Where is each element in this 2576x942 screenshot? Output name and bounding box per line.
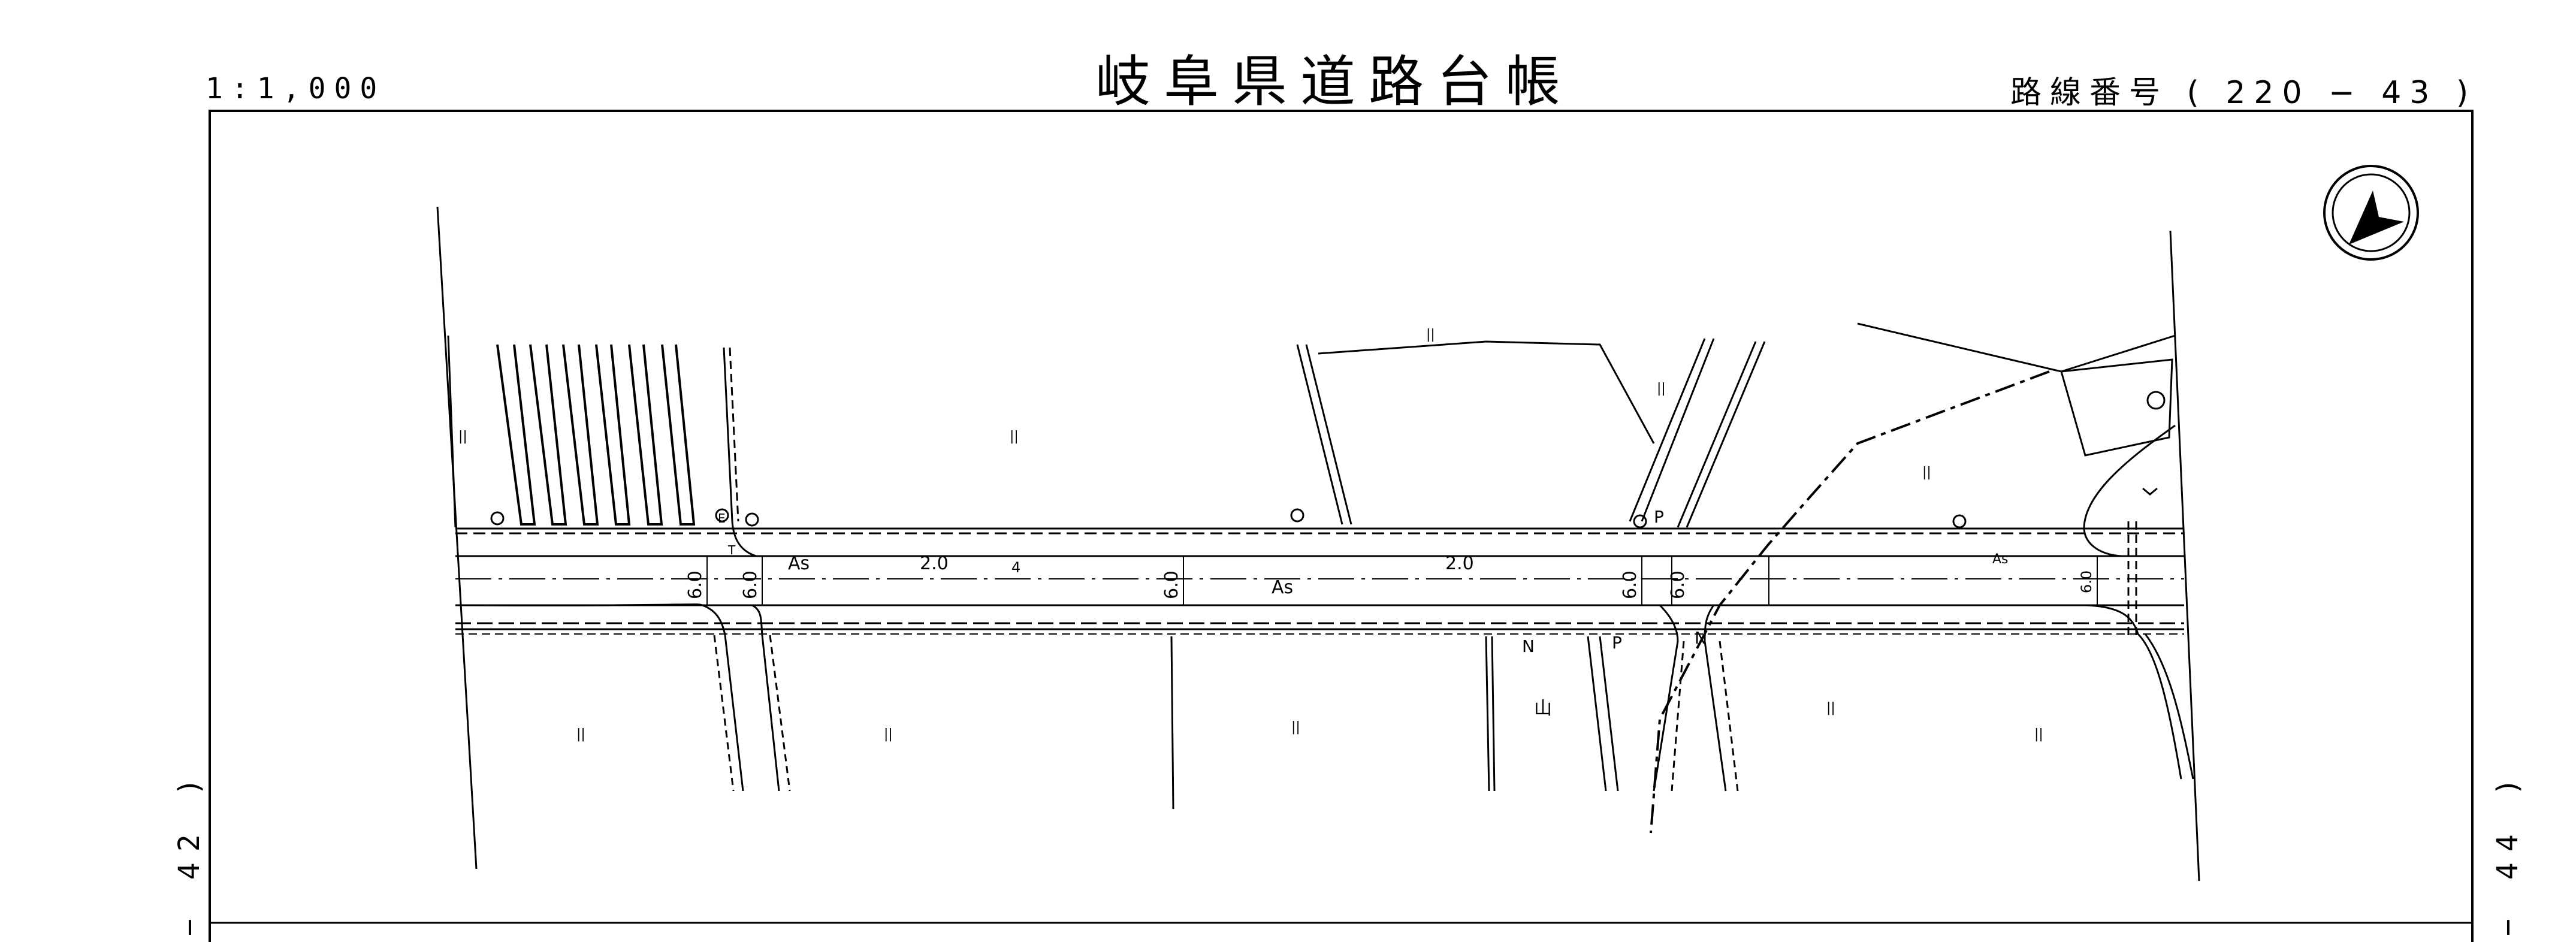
map-labels: As As As 2.0 2.0 4 P P N N E T 山 || || |… (458, 327, 2095, 742)
main-road (455, 527, 2184, 635)
parcel-lines (1170, 636, 1619, 810)
mark-p1: P (1654, 507, 1664, 527)
side-width-3: 6.0 (1161, 570, 1182, 599)
area-mark-3: || (1426, 327, 1435, 342)
mark-n2: N (1695, 628, 1707, 648)
side-road-diagonal (1629, 338, 1766, 792)
area-mark-7: || (884, 727, 893, 742)
area-mark-2: || (1010, 429, 1019, 444)
pavement-label-3: As (1992, 552, 2009, 567)
map-boundary-right (2137, 230, 2200, 881)
map-scale: 1:1,000 (206, 72, 386, 105)
area-mark-10: || (2034, 727, 2043, 742)
side-road-left (455, 347, 791, 792)
north-arrow-icon (2323, 165, 2419, 261)
boundary-dashdot (1650, 370, 2050, 834)
side-width-6: 6.0 (2078, 570, 2095, 593)
area-mark-5: || (1922, 465, 1931, 480)
mark-e: E (718, 511, 726, 526)
side-width-1: 6.0 (685, 570, 706, 599)
map-frame (209, 110, 2474, 942)
lane-width-1: 2.0 (920, 553, 949, 574)
area-mark-1: || (458, 429, 467, 444)
lane-width-2: 2.0 (1445, 553, 1474, 574)
map-boundary-left (436, 206, 478, 869)
mark-n1: N (1522, 636, 1535, 656)
parcel-upper-middle (1296, 340, 1655, 525)
road-right-end (2085, 521, 2139, 635)
parcel-upper-right (1857, 322, 2176, 557)
side-width-4: 6.0 (1620, 570, 1641, 599)
parking-stripes (496, 344, 696, 526)
mark-p2: P (1612, 633, 1622, 653)
mark-4: 4 (1011, 559, 1020, 576)
roadside-poles (490, 508, 1967, 529)
pavement-label-2: As (1272, 577, 1293, 598)
area-mark-9: || (1826, 701, 1835, 715)
mark-mountain: 山 (1534, 698, 1552, 719)
dimension-lines (706, 556, 2098, 605)
pavement-label-1: As (788, 553, 810, 574)
area-mark-8: || (1291, 720, 1300, 735)
area-mark-6: || (576, 727, 585, 742)
side-width-2: 6.0 (740, 570, 761, 599)
area-mark-4: || (1657, 381, 1666, 396)
route-number: 路線番号 ( 220 − 43 ) (2010, 75, 2477, 111)
mark-t: T (727, 543, 736, 557)
page-title: 岐阜県道路台帳 (1095, 50, 1574, 114)
side-width-5: 6.0 (1668, 570, 1689, 599)
